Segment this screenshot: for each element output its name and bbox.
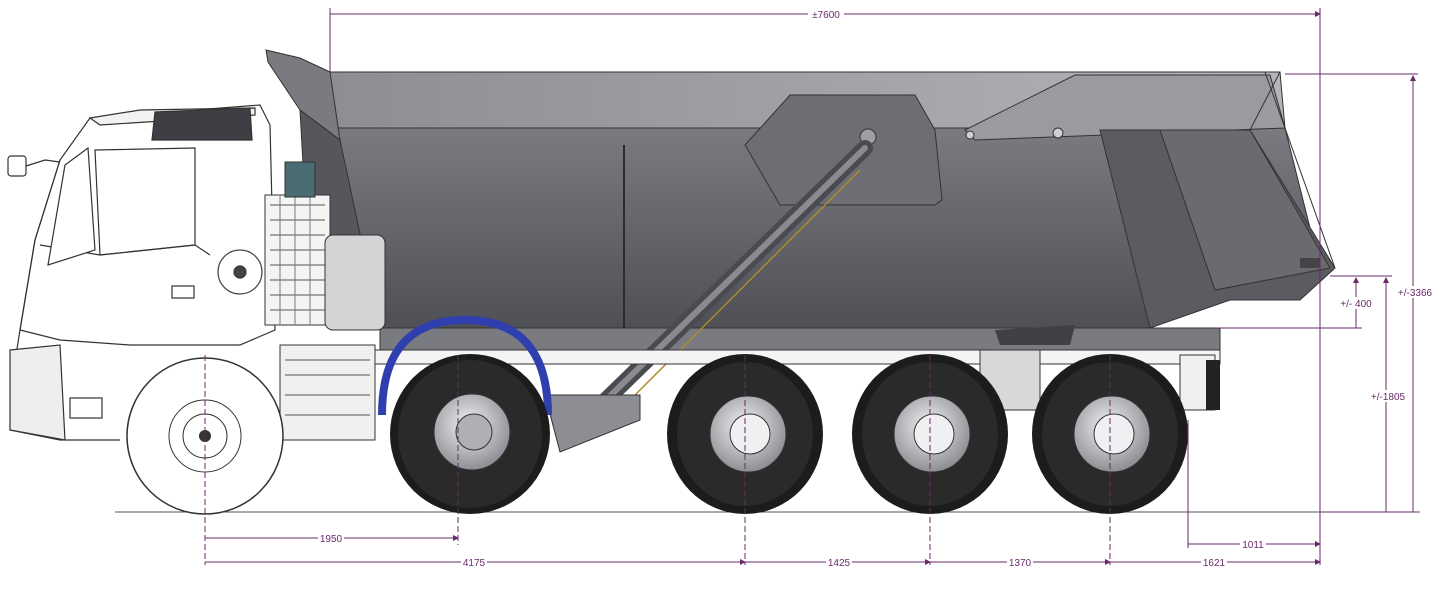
dim-front-axle-spacing: 1950 <box>320 534 343 545</box>
rear-wheel-4 <box>1032 354 1188 514</box>
dim-front-to-second-axle: 4175 <box>463 558 486 569</box>
dim-axle-spacing-1: 1425 <box>828 558 851 569</box>
headlight <box>69 397 103 419</box>
hoist-mount-plate <box>744 94 943 206</box>
fan-icon <box>217 249 263 295</box>
dim-tail-drop: +/- 400 <box>1340 299 1372 310</box>
engine-radiator <box>264 161 386 441</box>
dim-total-height: +/-3366 <box>1398 288 1433 299</box>
dim-body-floor-height: +/-1805 <box>1371 392 1406 403</box>
door-handle <box>171 285 195 299</box>
tipper-body <box>265 49 1336 351</box>
wheel-arch <box>378 315 552 416</box>
fuel-tank <box>324 234 386 331</box>
roof-grille <box>151 107 253 141</box>
rear-door-bracket <box>964 74 1286 141</box>
mirror <box>7 155 27 177</box>
dim-axle-spacing-2: 1370 <box>1009 558 1032 569</box>
cab-window <box>94 147 196 256</box>
axle-centerlines <box>204 355 1111 565</box>
windshield <box>47 146 96 266</box>
rear-wheel-3 <box>852 354 1008 514</box>
rear-wheel-2 <box>667 354 823 514</box>
dim-rear-bumper-offset: 1011 <box>1242 540 1264 551</box>
front-bumper <box>9 344 66 441</box>
rear-wheel-1 <box>390 354 550 514</box>
dim-rear-overhang: 1621 <box>1203 558 1226 569</box>
dim-overall-length: ±7600 <box>812 10 840 21</box>
cab <box>7 104 276 441</box>
